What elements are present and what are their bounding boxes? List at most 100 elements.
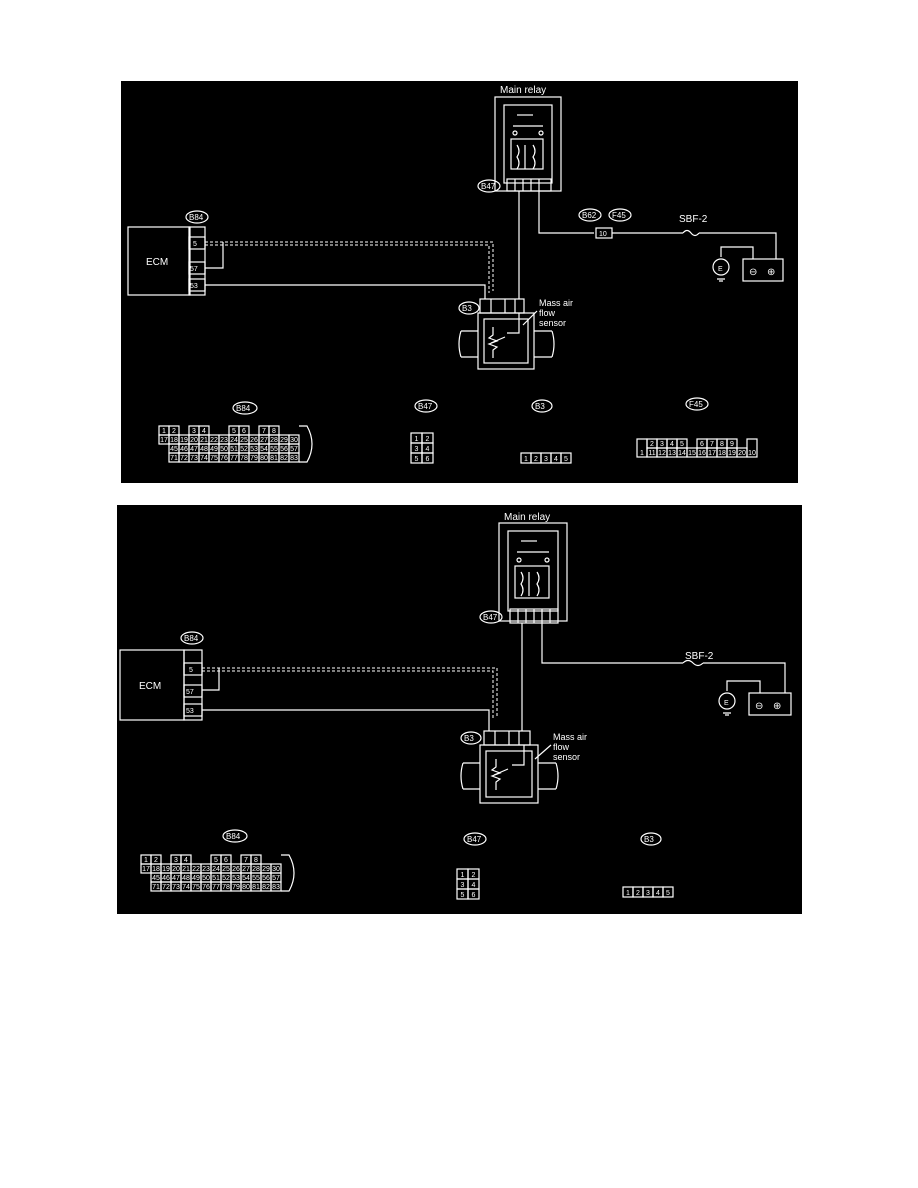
- b84-pin-81-label: 81: [270, 455, 278, 462]
- b47-pin-5-label: 5: [415, 456, 419, 463]
- f45-pin-14-label: 14: [678, 450, 686, 457]
- b84-pin-26-label: 26: [232, 866, 240, 873]
- svg-text:B84: B84: [226, 832, 241, 841]
- b84-pin-57-label: 57: [290, 446, 298, 453]
- b84-pin-79-label: 79: [232, 884, 240, 891]
- connector-view-b47-tag: B47: [414, 399, 438, 413]
- fuse-label: SBF-2: [685, 651, 714, 662]
- b84-pin-78-label: 78: [222, 884, 230, 891]
- b3-pin-5-label: 5: [666, 890, 670, 897]
- mass-air-flow-sensor: [477, 312, 535, 370]
- ecm-connector-tag: B84: [185, 210, 209, 224]
- b3-pin-3-label: 3: [646, 890, 650, 897]
- b47-pin-6-cell: [467, 888, 480, 900]
- relay-coil: [520, 571, 540, 597]
- b84-pin-1-label: 1: [144, 857, 148, 864]
- b84-pin-56-label: 56: [262, 875, 270, 882]
- b84-pin-24-label: 24: [212, 866, 220, 873]
- f45-pin-6-label: 6: [700, 441, 704, 448]
- relay-connector-block: [506, 178, 552, 192]
- b47-pin-3-label: 3: [461, 882, 465, 889]
- b84-pin-4-label: 4: [202, 428, 206, 435]
- sensor-connector-block: [479, 298, 525, 314]
- b84-pin-76-label: 76: [202, 884, 210, 891]
- b84-pin-18-label: 18: [170, 437, 178, 444]
- b84-pin-19-label: 19: [180, 437, 188, 444]
- relay-label: Main relay: [504, 512, 550, 523]
- signal-wire-shield-outer: [202, 667, 498, 717]
- b84-pin-17-label: 17: [160, 437, 168, 444]
- sensor-connector-tag: B3: [458, 301, 480, 315]
- b84-pin-45-label: 45: [170, 446, 178, 453]
- b84-pin-77-label: 77: [212, 884, 220, 891]
- fuse-label: SBF-2: [679, 214, 708, 225]
- b84-pin-23-label: 23: [202, 866, 210, 873]
- f45-pin-19-label: 19: [728, 450, 736, 457]
- b84-pin-46-label: 46: [162, 875, 170, 882]
- b84-pin-47-label: 47: [190, 446, 198, 453]
- svg-text:B47: B47: [467, 835, 482, 844]
- battery-positive-sign: ⊕: [767, 267, 775, 278]
- f45-pin-17-label: 17: [708, 450, 716, 457]
- battery-positive-wire: [703, 662, 786, 693]
- svg-text:B62: B62: [582, 211, 597, 220]
- f45-pin-2-label: 2: [650, 441, 654, 448]
- b3-pin-5-label: 5: [564, 456, 568, 463]
- battery-negative-sign: ⊖: [749, 267, 757, 278]
- b84-pin-20-label: 20: [172, 866, 180, 873]
- b84-pin-18-label: 18: [152, 866, 160, 873]
- battery: [748, 692, 792, 716]
- b84-pin-27-label: 27: [260, 437, 268, 444]
- b84-pin-72-label: 72: [162, 884, 170, 891]
- b84-pin-74-label: 74: [200, 455, 208, 462]
- b84-pin-53-label: 53: [232, 875, 240, 882]
- mass-air-flow-sensor: [479, 744, 539, 804]
- sensor-label-line1: Mass air: [553, 732, 587, 742]
- b3-pin-4-label: 4: [554, 456, 558, 463]
- svg-text:E: E: [724, 700, 729, 707]
- b84-pin-29-label: 29: [262, 866, 270, 873]
- b84-pin-17-label: 17: [142, 866, 150, 873]
- ecm-label: ECM: [139, 681, 161, 692]
- relay-connector-tag: B47: [477, 179, 501, 193]
- svg-text:B3: B3: [535, 402, 545, 411]
- ecm-label: ECM: [146, 257, 168, 268]
- b84-pin-28-label: 28: [270, 437, 278, 444]
- b84-pin-51-label: 51: [212, 875, 220, 882]
- b84-pin-30-label: 30: [272, 866, 280, 873]
- sensor-label-line2: flow: [553, 742, 570, 752]
- b84-pin-80-label: 80: [260, 455, 268, 462]
- f45-pin-8-label: 8: [720, 441, 724, 448]
- b84-pin-55-label: 55: [270, 446, 278, 453]
- b84-pin-55-label: 55: [252, 875, 260, 882]
- f45-pin-16-label: 16: [698, 450, 706, 457]
- svg-text:B47: B47: [483, 613, 498, 622]
- signal-wire-shield-outer: [205, 241, 494, 291]
- b3-pin-5-cell: [560, 452, 572, 464]
- b84-pin-75-label: 75: [192, 884, 200, 891]
- ecm-pin-5: 5: [193, 241, 197, 248]
- b84-pin-3-label: 3: [192, 428, 196, 435]
- b84-pin-54-label: 54: [242, 875, 250, 882]
- wiring-diagram-bottom: Main relay B47 ECM 5 57 53 B84 SBF-2 ⊖ ⊕…: [117, 505, 802, 914]
- sensor-label-line3: sensor: [539, 318, 566, 328]
- f45-pin-15-label: 15: [688, 450, 696, 457]
- inline-pin: 10: [599, 231, 607, 238]
- b84-pin-73-label: 73: [190, 455, 198, 462]
- b84-pin-79-label: 79: [250, 455, 258, 462]
- b84-pin-28-label: 28: [252, 866, 260, 873]
- b84-pin-51-label: 51: [230, 446, 238, 453]
- sensor-label-line1: Mass air: [539, 298, 573, 308]
- b84-pin-49-label: 49: [210, 446, 218, 453]
- b3-pin-1-label: 1: [524, 456, 528, 463]
- b84-pin-4-label: 4: [184, 857, 188, 864]
- main-relay-inner: [507, 530, 559, 612]
- wiring-diagram-bottom-svg: Main relay B47 ECM 5 57 53 B84 SBF-2 ⊖ ⊕…: [119, 512, 792, 900]
- connector-view-b84-tag: B84: [232, 401, 258, 415]
- fuse-symbol: [682, 229, 700, 237]
- b47-pin-6-label: 6: [472, 892, 476, 899]
- b84-pin-45-label: 45: [152, 875, 160, 882]
